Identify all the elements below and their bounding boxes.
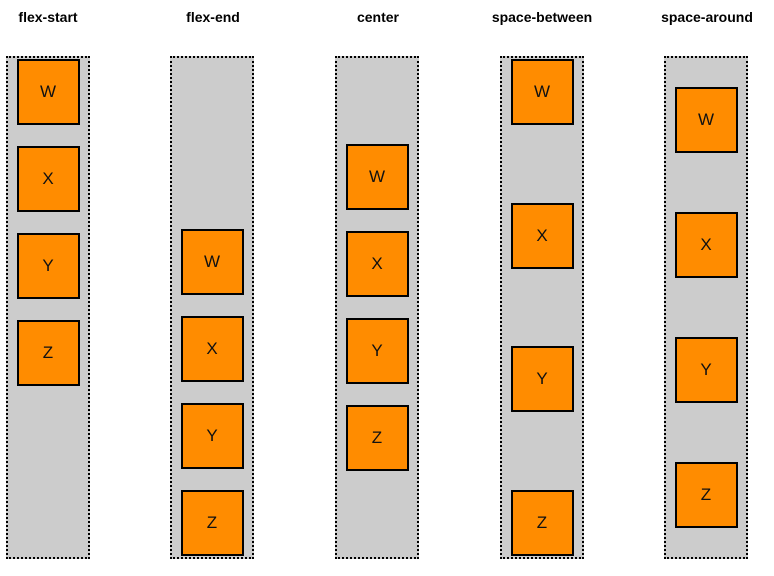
- item-w: W: [180, 229, 244, 295]
- item-z: Z: [180, 490, 244, 556]
- item-y: Y: [345, 318, 409, 384]
- label-center: center: [356, 9, 400, 25]
- item-x: X: [345, 231, 409, 297]
- label-space-around: space-around: [661, 9, 753, 25]
- item-y: Y: [674, 336, 738, 403]
- item-x: X: [16, 146, 80, 212]
- item-z: Z: [674, 461, 738, 528]
- item-x: X: [674, 212, 738, 279]
- item-w: W: [674, 87, 738, 154]
- item-z: Z: [345, 405, 409, 471]
- item-z: Z: [16, 320, 80, 386]
- container-space-between: W X Y Z: [500, 56, 584, 559]
- label-flex-start: flex-start: [18, 9, 78, 25]
- container-flex-start: W X Y Z: [6, 56, 90, 559]
- item-w: W: [345, 144, 409, 210]
- label-space-between: space-between: [491, 9, 593, 25]
- item-x: X: [510, 202, 574, 269]
- item-y: Y: [16, 233, 80, 299]
- label-flex-end: flex-end: [186, 9, 240, 25]
- item-w: W: [16, 59, 80, 125]
- item-y: Y: [180, 403, 244, 469]
- container-center: W X Y Z: [335, 56, 419, 559]
- item-w: W: [510, 59, 574, 125]
- item-x: X: [180, 316, 244, 382]
- container-flex-end: W X Y Z: [170, 56, 254, 559]
- item-y: Y: [510, 346, 574, 413]
- item-z: Z: [510, 489, 574, 556]
- container-space-around: W X Y Z: [664, 56, 748, 559]
